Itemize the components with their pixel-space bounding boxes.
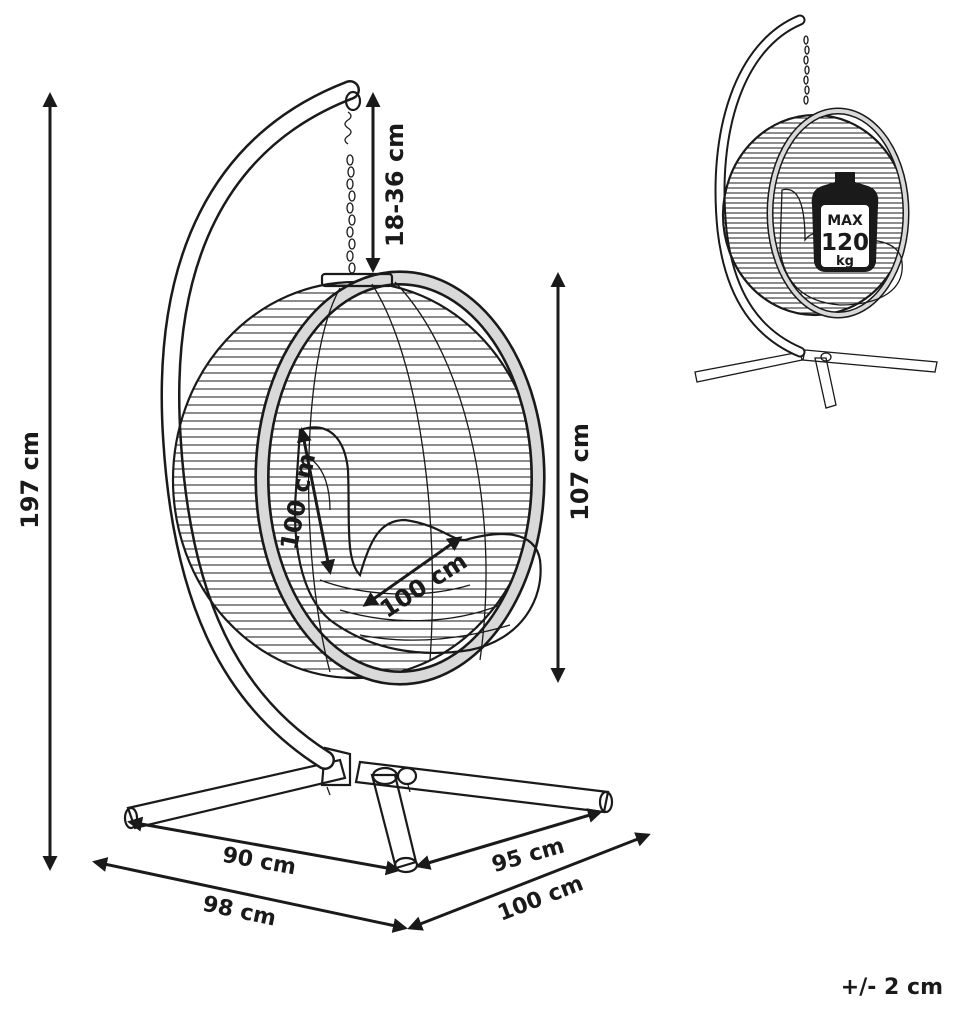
seat-width-label: 100 cm — [375, 547, 472, 624]
basket-height-label: 107 cm — [566, 423, 594, 521]
seat-width-arrow — [362, 536, 463, 607]
weight-badge-max: MAX — [827, 213, 863, 229]
seat-depth-arrow — [296, 427, 336, 575]
hanging-chain — [344, 111, 356, 274]
tolerance-note: +/- 2 cm — [840, 975, 943, 1000]
c-frame-stand — [160, 80, 362, 770]
weight-badge-unit: kg — [836, 254, 854, 269]
base-depth-arrow — [407, 832, 651, 931]
chain-length-label: 18-36 cm — [381, 123, 409, 247]
dimension-annotations: 197 cm 18-36 cm 107 cm 100 cm 100 cm 90 … — [16, 92, 651, 933]
total-height-label: 197 cm — [16, 431, 44, 529]
thumbnail-chair-illustration — [694, 14, 938, 409]
max-weight-badge: MAX 120 kg — [811, 172, 879, 272]
base-depth-label: 100 cm — [494, 871, 587, 926]
main-chair-illustration — [123, 80, 614, 874]
weight-badge-value: 120 — [821, 230, 869, 256]
base-width-arrow — [92, 857, 408, 933]
